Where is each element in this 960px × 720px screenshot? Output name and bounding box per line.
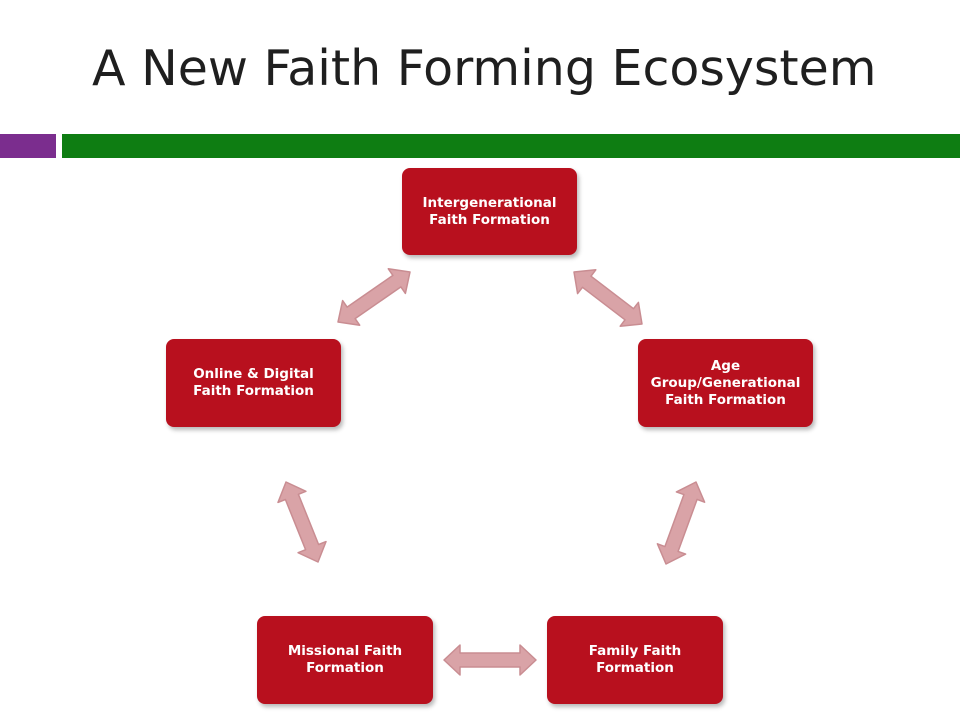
node-missional[interactable]: Missional Faith Formation [257,616,433,704]
arrow-age-family [656,481,706,565]
node-age-group[interactable]: Age Group/Generational Faith Formation [638,339,813,427]
node-online[interactable]: Online & Digital Faith Formation [166,339,341,427]
arrow-intergenerational-age [573,269,643,327]
arrow-online-intergenerational [337,268,411,326]
arrow-missional-online [277,481,327,563]
page-title: A New Faith Forming Ecosystem [92,40,877,97]
arrow-family-missional [443,644,537,676]
accent-bar-green [62,134,960,158]
accent-bar-purple [0,134,56,158]
node-intergenerational[interactable]: Intergenerational Faith Formation [402,168,577,255]
node-family[interactable]: Family Faith Formation [547,616,723,704]
